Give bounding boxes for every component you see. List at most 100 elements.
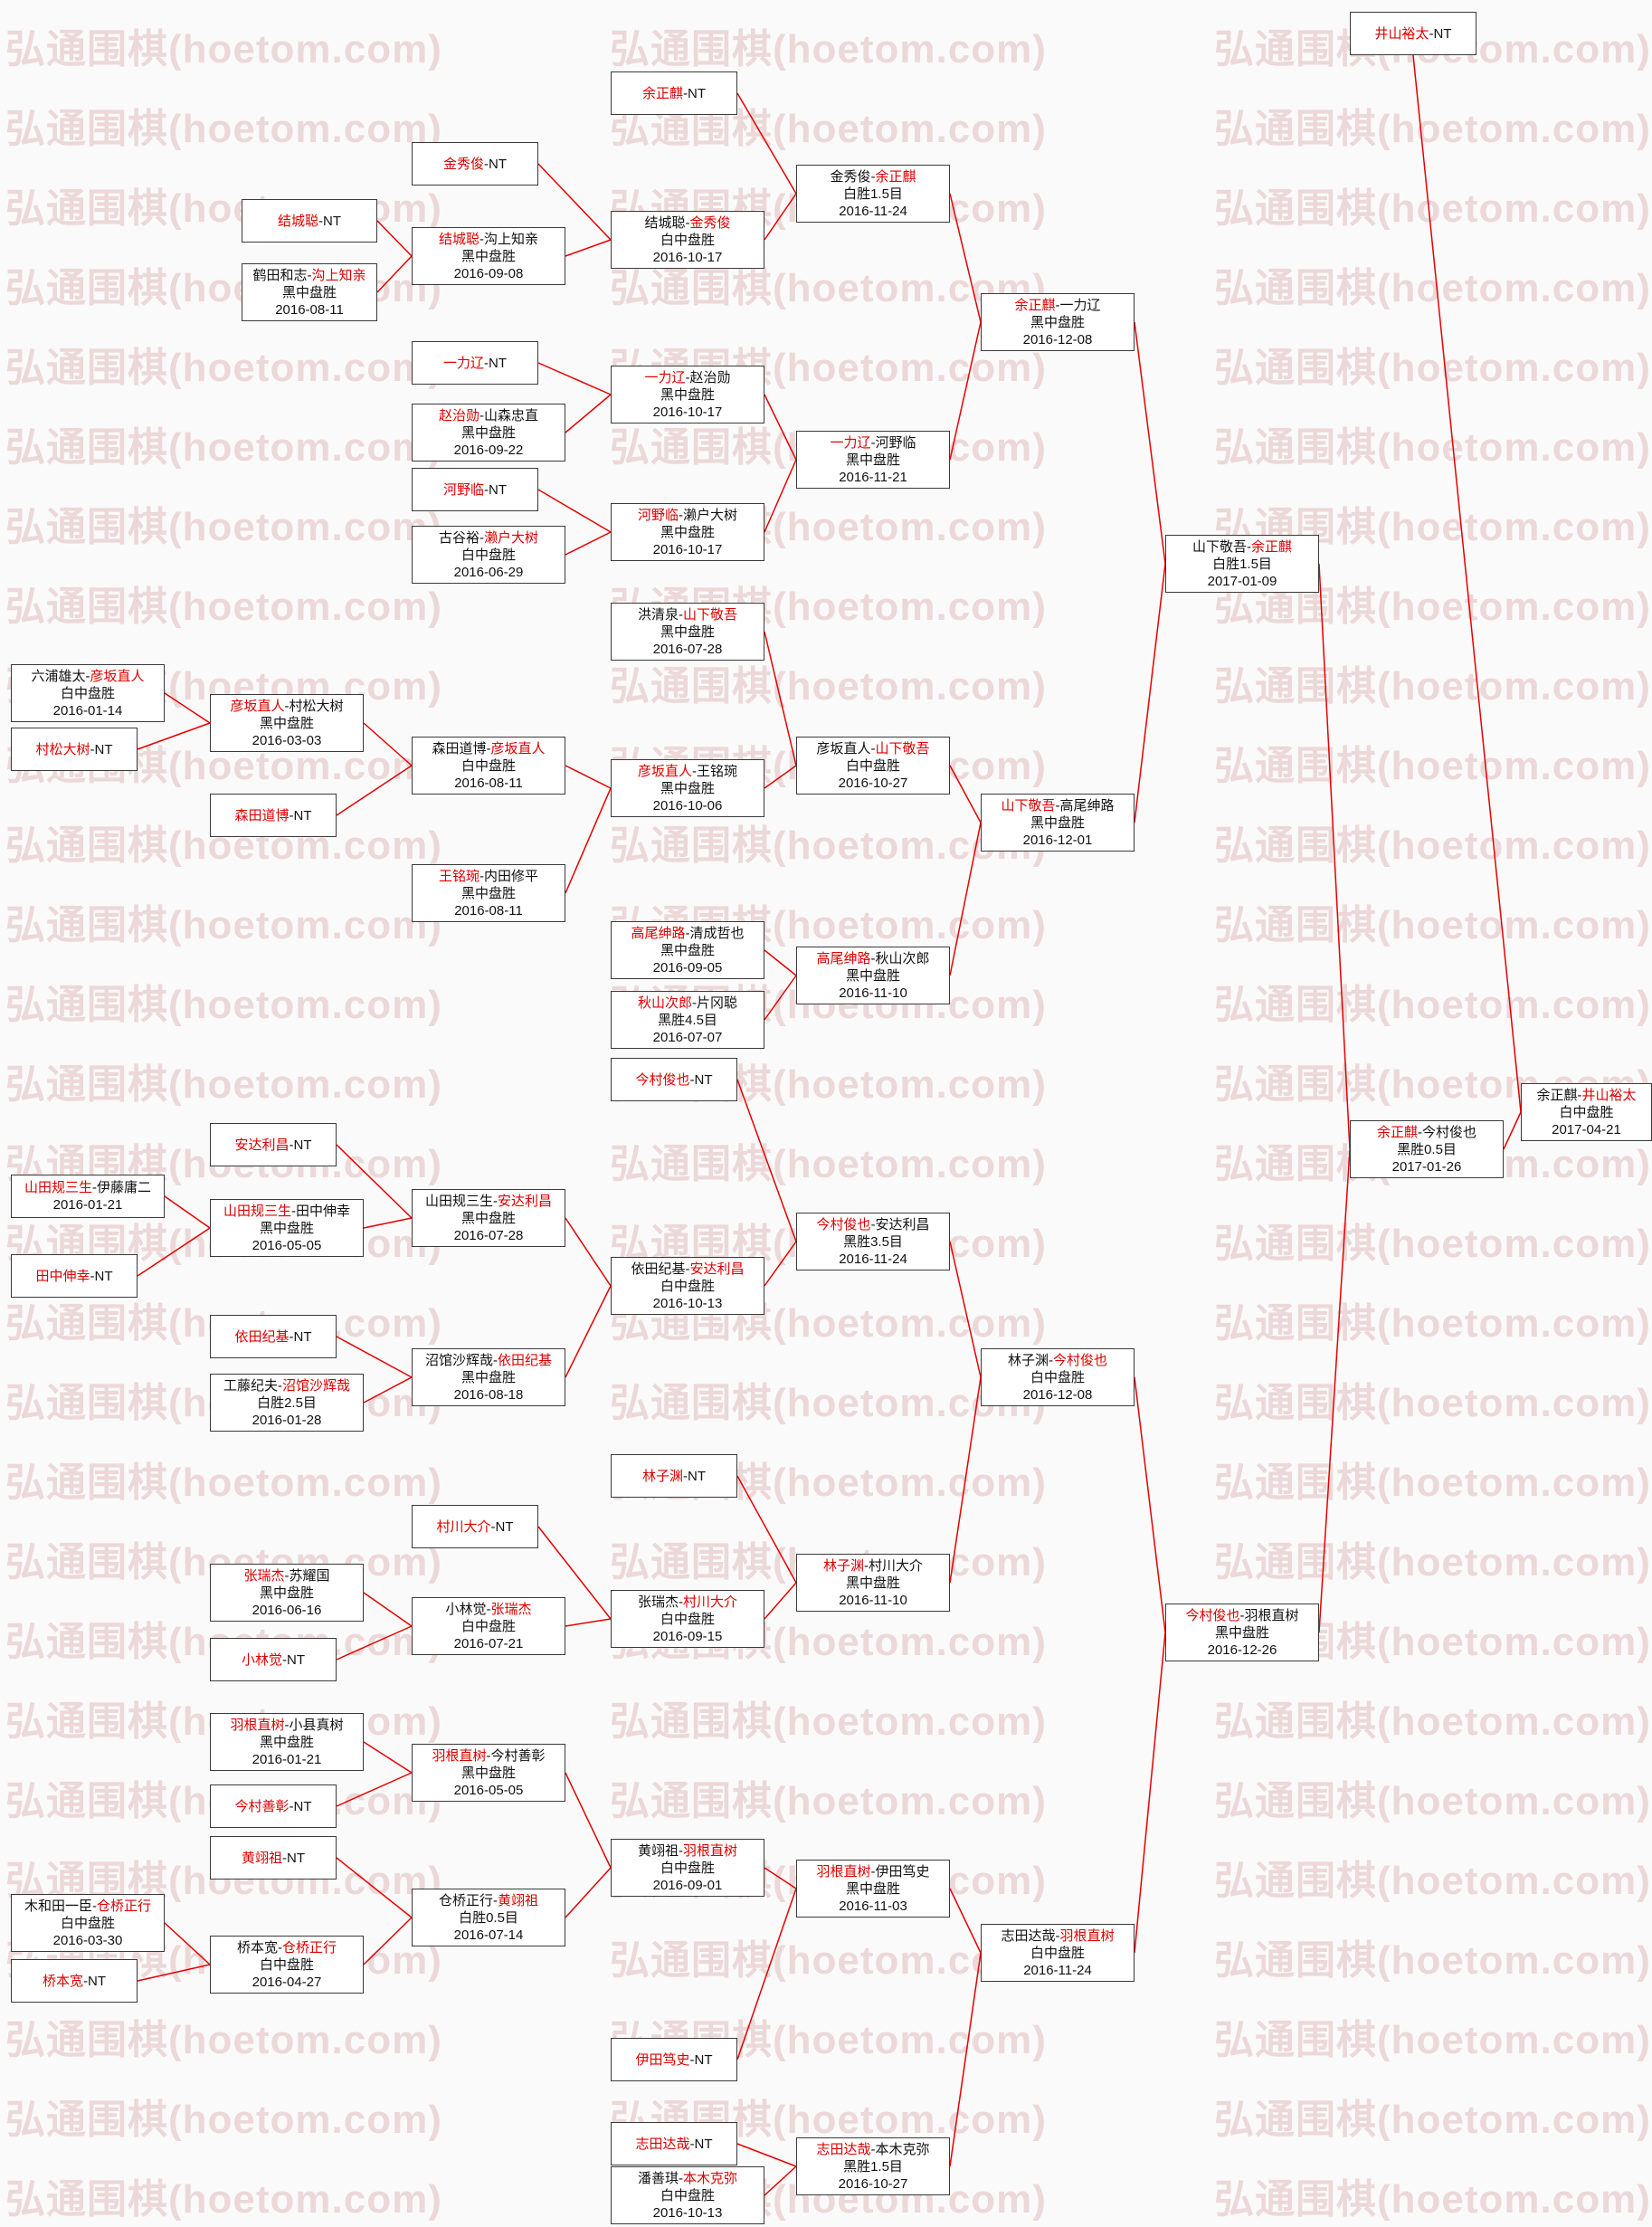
player-name: -NT <box>683 85 706 101</box>
match-date: 2016-09-01 <box>612 1877 764 1894</box>
match-result: 黑中盘胜 <box>797 1575 949 1592</box>
match-players: 山下敬吾-余正麒 <box>1166 538 1318 556</box>
match-date: 2016-06-16 <box>211 1602 363 1619</box>
match-date: 2016-08-11 <box>413 775 565 792</box>
match-date-text: 2016-09-01 <box>652 1877 723 1893</box>
match-players: 张瑞杰-苏耀国 <box>211 1567 363 1585</box>
winner-name: 余正麒 <box>641 85 683 101</box>
winner-name: 羽根直树 <box>432 1747 487 1764</box>
winner-name: 林子渊 <box>641 1468 683 1484</box>
winner-name: 一力辽 <box>644 369 686 385</box>
match-result-text: 白中盘胜 <box>60 1915 115 1931</box>
player-name: 结城聪- <box>644 214 690 231</box>
winner-name: 依田纪基 <box>234 1328 290 1345</box>
winner-name: 山田规三生 <box>24 1180 92 1195</box>
bracket-connector-line <box>363 1741 413 1774</box>
match-result: 黑中盘胜 <box>211 1734 363 1751</box>
player-name: -NT <box>689 1071 713 1088</box>
match-date-text: 2016-09-22 <box>453 442 524 458</box>
bracket-connector-line <box>949 765 982 823</box>
match-players: 仓桥正行-黄翊祖 <box>413 1892 565 1909</box>
player-name: 工藤纪夫- <box>223 1377 282 1394</box>
match-date-text: 2016-11-10 <box>839 1592 907 1608</box>
match-players: 木和田一臣-仓桥正行 <box>12 1898 164 1915</box>
player-seed-box: 依田纪基-NT <box>210 1315 337 1358</box>
match-result-text: 黑中盘胜 <box>259 1734 314 1750</box>
match-players: 林子渊-村川大介 <box>797 1557 949 1575</box>
match-date-text: 2016-04-27 <box>252 1974 322 1990</box>
player-seed-box: 金秀俊-NT <box>412 142 538 186</box>
match-players: 田中伸幸-NT <box>12 1268 137 1285</box>
match-date-text: 2016-06-29 <box>453 564 524 580</box>
match-result-text: 黑中盘胜 <box>460 424 516 441</box>
player-name: -NT <box>1429 25 1452 42</box>
match-date: 2016-01-21 <box>12 1196 164 1213</box>
winner-name: 赵治勋 <box>438 407 479 424</box>
match-date-text: 2016-03-03 <box>252 732 322 748</box>
winner-name: 山田规三生 <box>223 1203 291 1219</box>
winner-name: 安达利昌 <box>689 1261 745 1277</box>
player-name: -伊藤庸二 <box>92 1180 151 1195</box>
match-date-text: 2016-01-21 <box>52 1197 123 1213</box>
bracket-connector-line <box>949 1952 982 2167</box>
player-seed-box: 一力辽-NT <box>412 341 538 385</box>
match-date-text: 2016-11-24 <box>1023 1962 1092 1978</box>
match-date-text: 2016-10-17 <box>652 249 723 265</box>
match-result-text: 黑中盘胜 <box>460 885 516 901</box>
match-players: 古谷裕-濑户大树 <box>413 529 565 547</box>
match-players: 结城聪-NT <box>242 213 376 230</box>
winner-name: 羽根直树 <box>230 1717 285 1733</box>
match-date-text: 2016-11-10 <box>839 985 907 1001</box>
winner-name: 羽根直树 <box>816 1863 871 1880</box>
match-result: 黑中盘胜 <box>242 284 376 301</box>
match-date: 2016-07-07 <box>612 1029 764 1046</box>
match-players: 余正麒-井山裕太 <box>1522 1087 1651 1104</box>
bracket-connector-line <box>764 1582 797 1620</box>
player-seed-box: 森田道博-NT <box>210 794 337 837</box>
player-seed-box: 井山裕太-NT <box>1350 12 1476 55</box>
player-name: 余正麒- <box>1536 1087 1582 1103</box>
match-result: 白中盘胜 <box>612 1611 764 1628</box>
match-date: 2016-08-11 <box>242 301 376 319</box>
player-name: -高尾绅路 <box>1055 797 1115 814</box>
match-date: 2017-04-21 <box>1522 1121 1651 1138</box>
match-date-text: 2016-01-28 <box>252 1412 322 1428</box>
match-players: 依田纪基-安达利昌 <box>612 1261 764 1278</box>
player-seed-box: 志田达哉-NT <box>611 2122 737 2165</box>
player-name: -NT <box>484 481 507 498</box>
winner-name: 井山裕太 <box>1581 1087 1637 1103</box>
match-result: 黑中盘胜 <box>797 967 949 985</box>
player-name: 桥本宽- <box>236 1939 282 1956</box>
player-name: 洪清泉- <box>637 606 683 623</box>
match-players: 羽根直树-伊田笃史 <box>797 1863 949 1880</box>
match-players: 今村俊也-羽根直树 <box>1166 1607 1318 1624</box>
match-result-text: 白中盘胜 <box>60 685 115 701</box>
bracket-connector-line <box>1134 1632 1166 1954</box>
winner-name: 安达利昌 <box>497 1193 552 1209</box>
player-name: -NT <box>484 355 507 371</box>
match-result-text: 黑中盘胜 <box>460 1210 516 1226</box>
match-date: 2016-01-21 <box>211 1751 363 1768</box>
match-result-text: 白中盘胜 <box>660 232 715 248</box>
match-players: 赵治勋-山森忠直 <box>413 407 565 424</box>
bracket-connector-line <box>537 1526 612 1620</box>
match-result-text: 黑中盘胜 <box>845 1880 900 1897</box>
match-result-text: 黑胜1.5目 <box>843 2158 903 2175</box>
winner-name: 高尾绅路 <box>631 925 686 941</box>
player-seed-box: 河野临-NT <box>412 468 538 511</box>
